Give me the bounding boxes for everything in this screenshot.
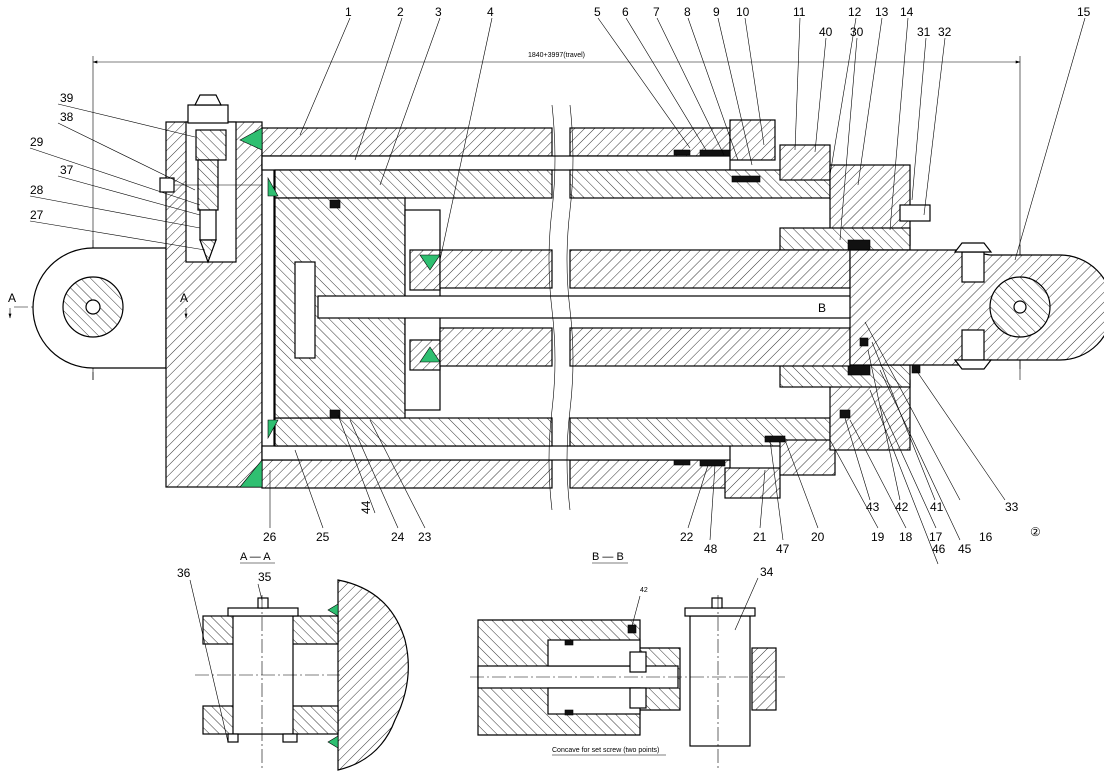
circle-mark: ②	[1030, 525, 1041, 539]
callout-1: 1	[345, 5, 352, 19]
callout-2: 2	[397, 5, 404, 19]
callout-47: 47	[776, 542, 790, 556]
leader-lines	[299, 17, 1086, 261]
section-b-detail: B — B 34 42 Concave for set screw (two p…	[470, 551, 785, 770]
callout-41: 41	[930, 500, 944, 514]
callout-13: 13	[875, 5, 889, 19]
callout-5: 5	[594, 5, 601, 19]
callout-21: 21	[753, 530, 767, 544]
rear-clevis	[32, 247, 167, 369]
callout-10: 10	[736, 5, 750, 19]
leader-lines-bottom	[269, 321, 1006, 565]
callout-3: 3	[435, 5, 442, 19]
callout-20: 20	[811, 530, 825, 544]
callout-23: 23	[418, 530, 432, 544]
section-a-detail: A — A 36 35	[177, 551, 409, 771]
callout-42-detail: 42	[640, 587, 648, 594]
piston-rod	[317, 249, 939, 367]
callout-34: 34	[760, 565, 774, 579]
callout-8: 8	[684, 5, 691, 19]
callout-7: 7	[653, 5, 660, 19]
callout-43: 43	[866, 500, 880, 514]
callout-22: 22	[680, 530, 694, 544]
callout-11: 11	[793, 5, 806, 19]
callout-45: 45	[958, 542, 972, 556]
callout-38: 38	[60, 110, 74, 124]
callout-14: 14	[900, 5, 914, 19]
seals	[329, 149, 921, 467]
callout-17: 17	[929, 530, 943, 544]
callout-37: 37	[60, 163, 74, 177]
section-a-title: A — A	[240, 551, 271, 563]
callout-40: 40	[819, 25, 833, 39]
callout-18: 18	[899, 530, 913, 544]
callout-6: 6	[622, 5, 629, 19]
callout-35: 35	[258, 570, 272, 584]
callout-15: 15	[1077, 5, 1091, 19]
callout-39: 39	[60, 91, 74, 105]
section-a-marker-right: A	[180, 291, 188, 305]
callout-26: 26	[263, 530, 277, 544]
concave-note: Concave for set screw (two points)	[552, 747, 659, 754]
callout-31: 31	[917, 25, 931, 39]
callout-32: 32	[938, 25, 952, 39]
section-a-marker-left: A	[8, 291, 16, 305]
callout-25: 25	[316, 530, 330, 544]
callout-42: 42	[895, 500, 909, 514]
front-rod-eye	[849, 242, 1104, 370]
callout-19: 19	[871, 530, 885, 544]
leader-lines-left	[29, 103, 206, 251]
callout-30: 30	[850, 25, 864, 39]
section-b-title: B — B	[592, 551, 624, 563]
callout-27: 27	[30, 208, 44, 222]
callout-46: 46	[932, 542, 946, 556]
middle-stage-tube	[274, 144, 836, 476]
break-lines	[548, 104, 574, 511]
callout-29: 29	[30, 135, 44, 149]
callout-4: 4	[487, 5, 494, 19]
callout-numbers: 1 2 3 4 5 6 7 8 9 10 11 40 12 30 13 14 3…	[30, 5, 1091, 556]
callout-48: 48	[704, 542, 718, 556]
section-b-marker: B	[818, 301, 826, 315]
front-gland	[779, 164, 931, 451]
dimension-text: 1840+3997(travel)	[528, 52, 585, 59]
callout-16: 16	[979, 530, 993, 544]
weld-marks	[239, 127, 441, 488]
callout-24: 24	[391, 530, 405, 544]
callout-36: 36	[177, 566, 191, 580]
callout-12: 12	[848, 5, 862, 19]
callout-44: 44	[359, 500, 373, 514]
callout-33: 33	[1005, 500, 1019, 514]
callout-28: 28	[30, 183, 44, 197]
callout-9: 9	[713, 5, 720, 19]
rear-end-cap	[159, 94, 275, 488]
section-markers: A A B	[8, 291, 826, 319]
